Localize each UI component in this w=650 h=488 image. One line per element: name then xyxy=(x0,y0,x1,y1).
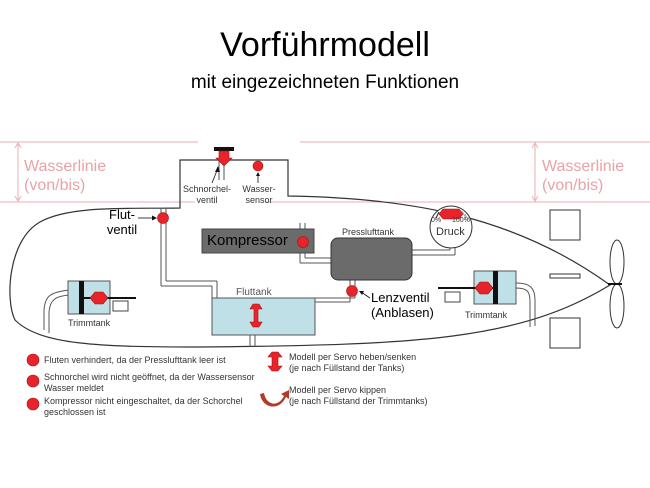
legend-lift-arrow-icon xyxy=(267,351,283,372)
legend-servo-item-1: Modell per Servo heben/senken (je nach F… xyxy=(289,352,416,374)
flood-valve-label: Flut- ventil xyxy=(106,207,138,237)
pipes xyxy=(43,208,536,347)
legend-item-1: Fluten verhindert, da der Presslufttank … xyxy=(44,355,226,366)
compressor-label: Kompressor xyxy=(207,232,288,249)
snorkel-valve xyxy=(214,147,234,180)
rudder-top xyxy=(549,209,581,241)
trim-tank-left xyxy=(67,280,136,315)
page-title: Vorführmodell xyxy=(220,26,430,64)
legend-item-2-line1: Schnorchel wird nicht geöffnet, da der W… xyxy=(44,372,255,382)
blow-valve-label-line1: Lenzventil xyxy=(371,290,430,305)
blow-valve-label-line2: (Anblasen) xyxy=(371,305,434,320)
propeller-blade-top xyxy=(609,239,625,285)
waterline-markers xyxy=(0,141,650,203)
legend-servo-item-2: Modell per Servo kippen (je nach Füllsta… xyxy=(289,385,428,407)
blow-valve-label: Lenzventil (Anblasen) xyxy=(371,290,434,320)
legend-servo-item-1-line1: Modell per Servo heben/senken xyxy=(289,352,417,362)
snorkel-valve-label-line2: ventil xyxy=(196,195,218,205)
air-tank xyxy=(330,237,413,281)
legend-item-2: Schnorchel wird nicht geöffnet, da der W… xyxy=(44,372,255,394)
water-sensor-label-line2: sensor xyxy=(245,195,273,205)
water-sensor-indicator xyxy=(252,160,264,172)
air-tank-label: Presslufttank xyxy=(342,227,395,237)
legend-item-3-line2: geschlossen ist xyxy=(44,407,106,417)
propeller-blade-bottom xyxy=(609,283,625,329)
flood-tank xyxy=(211,297,316,336)
legend-red-dot-1 xyxy=(26,353,40,367)
blow-valve-indicator xyxy=(346,285,358,297)
legend-red-dot-3 xyxy=(26,397,40,411)
waterline-label-right: Wasserlinie (von/bis) xyxy=(542,157,624,195)
waterline-label-left-line1: Wasserlinie xyxy=(24,158,107,175)
flood-valve-label-line2: ventil xyxy=(106,222,138,237)
legend-servo-item-2-line2: (je nach Füllstand der Trimmtanks) xyxy=(289,396,428,406)
legend-item-1-line1: Fluten verhindert, da der Presslufttank … xyxy=(44,355,226,365)
hull-outline xyxy=(9,159,612,348)
legend-tilt-arrow-icon xyxy=(260,390,289,407)
legend-servo-item-1-line2: (je nach Füllstand der Tanks) xyxy=(289,363,405,373)
pressure-gauge-label: Druck xyxy=(436,226,465,238)
stern-plane xyxy=(549,273,581,279)
legend-servo-item-2-line1: Modell per Servo kippen xyxy=(289,385,387,395)
flood-valve-indicator xyxy=(157,212,169,224)
rudder-bottom xyxy=(549,317,581,349)
compressor-box xyxy=(201,228,315,254)
legend-red-dot-2 xyxy=(26,374,40,388)
snorkel-valve-label-line1: Schnorchel- xyxy=(182,184,232,194)
flood-valve-label-line1: Flut- xyxy=(109,207,135,222)
trim-tank-right-label: Trimmtank xyxy=(465,310,508,320)
waterline-label-left-line2: (von/bis) xyxy=(24,177,86,194)
lift-arrow-icon xyxy=(249,303,263,328)
legend-item-2-line2: Wasser meldet xyxy=(44,383,104,393)
legend-item-3-line1: Kompressor nicht eingeschaltet, da der S… xyxy=(44,396,243,406)
trim-tank-right xyxy=(438,270,517,305)
waterline-label-left: Wasserlinie (von/bis) xyxy=(24,157,106,195)
snorkel-valve-label: Schnorchel- ventil xyxy=(182,184,232,206)
trim-tank-left-label: Trimmtank xyxy=(68,318,111,328)
water-sensor-label-line1: Wasser- xyxy=(242,184,276,194)
waterline-label-right-line1: Wasserlinie xyxy=(542,158,625,175)
gauge-min-label: 0% xyxy=(431,217,442,224)
compressor-indicator xyxy=(297,236,309,248)
water-sensor-label: Wasser- sensor xyxy=(240,184,278,206)
legend-item-3: Kompressor nicht eingeschaltet, da der S… xyxy=(44,396,243,418)
flood-tank-label: Fluttank xyxy=(236,287,272,298)
gauge-max-label: 100% xyxy=(452,217,470,224)
waterline-label-right-line2: (von/bis) xyxy=(542,177,604,194)
pressure-gauge xyxy=(429,205,473,249)
page-subtitle: mit eingezeichneten Funktionen xyxy=(190,72,460,93)
